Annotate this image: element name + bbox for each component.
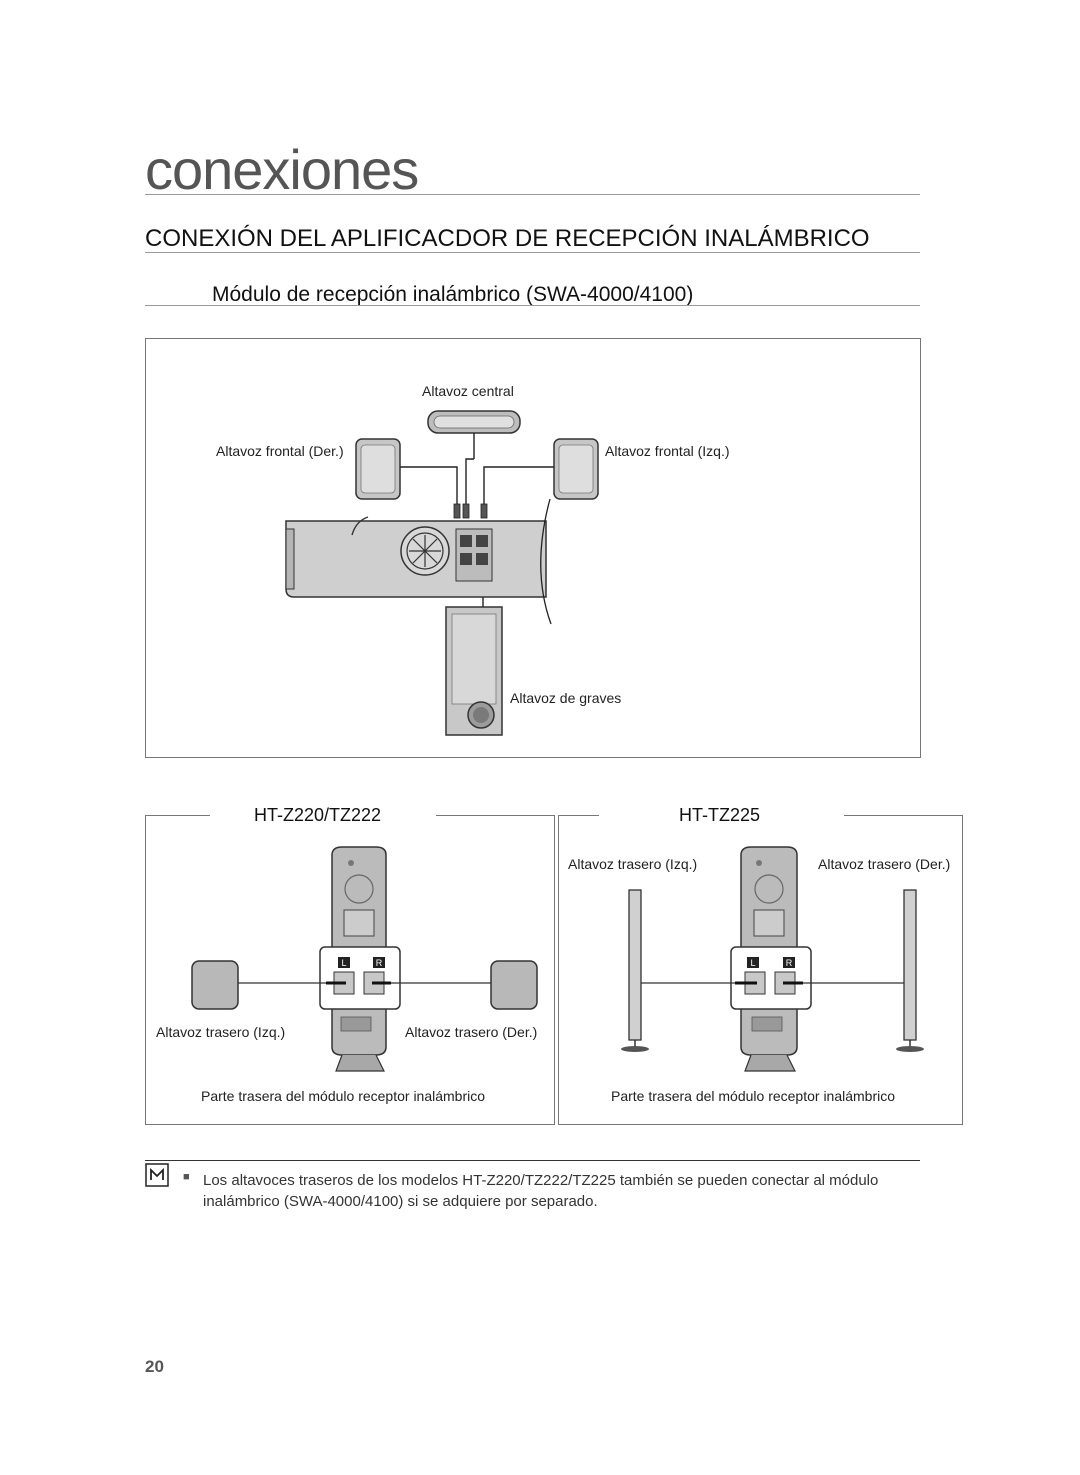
rear-left-tallboy-speaker-image [621,889,649,1052]
module-caption: Parte trasera del módulo receptor inalám… [611,1088,896,1104]
main-connection-diagram: Altavoz central Altavoz frontal (Der.) A… [145,338,921,758]
center-speaker-image [427,410,521,434]
panel-ht-tz225: HT-TZ225 L R [558,805,963,1125]
model-label: HT-Z220/TZ222 [254,805,382,825]
rear-left-label: Altavoz trasero (Izq.) [156,1024,286,1040]
terminal-l-text: L [341,958,346,968]
terminal-badges: L R [747,957,795,968]
power-cord [540,498,552,625]
rear-right-tallboy-speaker-image [896,889,924,1052]
chapter-rule [145,194,920,195]
center-speaker-label: Altavoz central [422,383,514,399]
rear-connection-illustration: L R [191,846,538,1072]
front-left-speaker-image [553,438,599,500]
subwoofer-image [445,606,503,736]
note-rule [145,1160,920,1161]
note-bullet: ■ [183,1171,190,1183]
model-label: HT-TZ225 [679,805,761,825]
rear-right-label: Altavoz trasero (Der.) [405,1024,538,1040]
terminal-badges: L R [338,957,385,968]
module-caption: Parte trasera del módulo receptor inalám… [201,1088,486,1104]
terminal-l-text: L [750,958,755,968]
note-icon [145,1163,169,1187]
rear-connection-illustration: L R [621,846,924,1072]
subsection-title: Módulo de recepción inalámbrico (SWA-400… [212,283,694,306]
note-text: Los altavoces traseros de los modelos HT… [203,1172,879,1210]
panel-ht-z220: HT-Z220/TZ222 L R [145,805,555,1125]
rear-right-label: Altavoz trasero (Der.) [818,856,951,872]
terminal-r-text: R [786,958,793,968]
rear-right-speaker-image [490,960,538,1010]
front-right-speaker-image [355,438,401,500]
terminal-r-text: R [376,958,383,968]
front-left-speaker-label: Altavoz frontal (Izq.) [605,443,730,459]
chapter-title: conexiones [145,138,419,201]
wireless-module-image [730,846,812,1072]
section-rule [145,252,920,253]
main-diagram-illustration [285,410,599,736]
page-number: 20 [145,1357,164,1376]
speaker-wires [400,433,554,607]
rear-left-label: Altavoz trasero (Izq.) [568,856,698,872]
subwoofer-label: Altavoz de graves [510,690,622,706]
rear-left-speaker-image [191,960,239,1010]
front-right-speaker-label: Altavoz frontal (Der.) [216,443,344,459]
wireless-module-image [319,846,401,1072]
main-unit-image [285,516,547,598]
subsection-rule [145,305,920,306]
rca-plugs [453,503,488,519]
section-title: CONEXIÓN DEL APLIFICACDOR DE RECEPCIÓN I… [145,225,870,252]
